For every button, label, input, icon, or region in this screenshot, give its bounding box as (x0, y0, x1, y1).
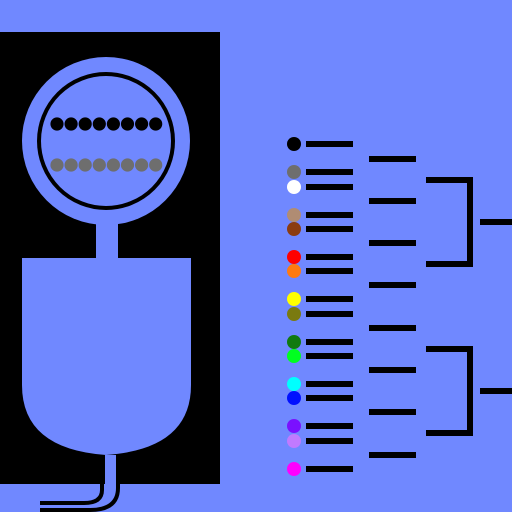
palette-item-violet[interactable] (287, 419, 353, 433)
palette-swatch[interactable] (287, 307, 301, 321)
device-body (22, 258, 191, 455)
weighing-scale-icon (22, 57, 191, 512)
palette-item-red[interactable] (287, 250, 353, 264)
palette-swatch[interactable] (287, 222, 301, 236)
dial-peg-top (120, 117, 135, 131)
dial-peg-bottom (78, 158, 92, 172)
palette-item-black[interactable] (287, 137, 353, 151)
dial-top-row (50, 117, 163, 131)
palette-item-green[interactable] (287, 335, 353, 349)
dial-peg-top (50, 117, 64, 131)
palette-item-lavender[interactable] (287, 434, 353, 448)
dial-peg-bottom (135, 158, 149, 172)
palette-item-cyan[interactable] (287, 377, 353, 391)
dial-peg-top (64, 117, 78, 131)
palette-item-magenta[interactable] (287, 462, 353, 476)
tree-level-1 (369, 156, 416, 458)
palette-item-olive[interactable] (287, 307, 353, 321)
dial-peg-bottom (64, 158, 78, 172)
palette-swatch[interactable] (287, 137, 301, 151)
palette-swatch[interactable] (287, 208, 301, 222)
palette-item-lime[interactable] (287, 349, 353, 363)
tree-level-3 (480, 219, 512, 394)
device-cable-shadow (40, 455, 120, 512)
dial-peg-bottom (120, 158, 135, 172)
dial-peg-bottom (50, 158, 64, 172)
device-cable-shadow-left (40, 455, 104, 505)
palette-item-tan[interactable] (287, 208, 353, 222)
dial-peg-top (106, 117, 120, 131)
palette-swatch[interactable] (287, 250, 301, 264)
palette-swatch[interactable] (287, 434, 301, 448)
dial-inner (37, 72, 175, 210)
palette-item-gray[interactable] (287, 165, 353, 179)
palette-swatch[interactable] (287, 264, 301, 278)
dial-peg-bottom (106, 158, 120, 172)
tree-level-2 (426, 177, 473, 436)
palette-swatch[interactable] (287, 462, 301, 476)
dial-bottom-row (50, 158, 163, 172)
dial-neck (96, 220, 118, 262)
palette-item-brown[interactable] (287, 222, 353, 236)
palette-item-blue[interactable] (287, 391, 353, 405)
palette-swatch[interactable] (287, 391, 301, 405)
palette-swatch[interactable] (287, 292, 301, 306)
palette-swatch[interactable] (287, 165, 301, 179)
dial-peg-top (92, 117, 106, 131)
dial-peg-bottom (149, 158, 163, 172)
palette-item-white[interactable] (287, 180, 353, 194)
palette (287, 137, 353, 476)
palette-swatch[interactable] (287, 335, 301, 349)
palette-swatch[interactable] (287, 419, 301, 433)
palette-item-orange[interactable] (287, 264, 353, 278)
palette-item-yellow[interactable] (287, 292, 353, 306)
dial-peg-top (78, 117, 92, 131)
dial-peg-bottom (92, 158, 106, 172)
palette-swatch[interactable] (287, 349, 301, 363)
palette-swatch[interactable] (287, 180, 301, 194)
palette-swatch[interactable] (287, 377, 301, 391)
dial-peg-top (149, 117, 163, 131)
bracket-tree-icon (369, 156, 512, 458)
dial-peg-top (135, 117, 149, 131)
